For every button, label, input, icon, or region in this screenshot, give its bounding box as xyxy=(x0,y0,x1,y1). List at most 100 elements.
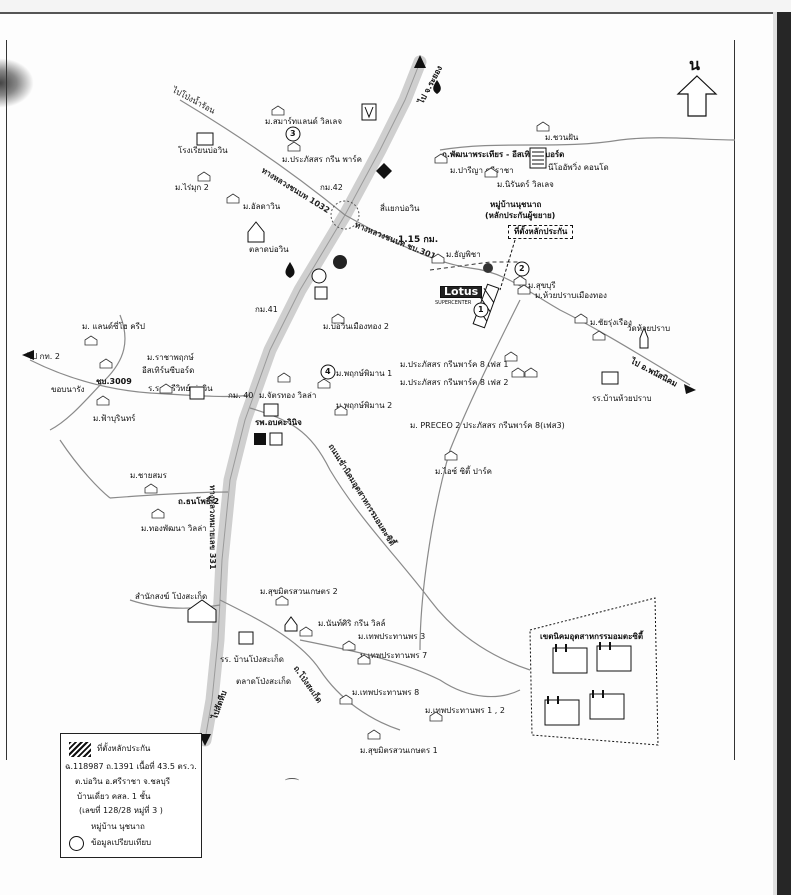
legend-collateral: ที่ตั้งหลักประกัน xyxy=(97,744,151,753)
scan-mark xyxy=(285,778,299,783)
collateral-pointer xyxy=(499,239,516,291)
arrow-south xyxy=(199,734,211,746)
house-icon xyxy=(484,167,498,178)
house-icon xyxy=(159,383,173,394)
house-icon xyxy=(342,640,356,651)
monastery-icon xyxy=(187,599,217,623)
legend-house-no: (เลขที่ 128/28 หมู่ที่ 3 ) xyxy=(79,806,163,815)
place-label: กม.42 xyxy=(320,183,343,192)
place-label: ม.ชายสมร xyxy=(130,471,167,480)
north-arrow: น xyxy=(676,56,718,118)
road-label: ถ.พัฒนาพระเทียร - อีสเทิร์นซีบอร์ด xyxy=(442,150,565,159)
road-3009 xyxy=(29,359,251,398)
legend-deed: ฉ.118987 ถ.1391 เนื้อที่ 43.5 ตร.ว. xyxy=(65,762,197,771)
place-label: ม.สมาร์ทแลนด์ วิลเลจ xyxy=(265,117,343,126)
house-icon xyxy=(144,483,158,494)
house-icon xyxy=(574,313,588,324)
place-label: ม.ประภัสสร กรีนพาร์ค 8 เฟส 1 xyxy=(400,360,509,369)
house-icon xyxy=(151,508,165,519)
fuel-drop-icon xyxy=(433,80,441,94)
house-icon xyxy=(277,372,291,383)
place-label: ร.ร.มารีวิทย์ บ่อวิน xyxy=(148,384,213,393)
house-icon xyxy=(84,335,98,346)
road-east xyxy=(439,137,736,151)
place-label: โรงเรียนบ่อวิน xyxy=(178,146,228,155)
project-label: หมู่บ้านนุชนาถ xyxy=(490,200,542,209)
place-label: ม.อัลดาวิน xyxy=(243,202,281,211)
market-icon xyxy=(284,616,298,632)
house-icon xyxy=(431,253,445,264)
place-label: ม. แลนด์ซี่โฮ ครีป xyxy=(82,322,145,331)
place-label: ม.ห้วยปราบเมืองทอง xyxy=(535,291,607,300)
place-label: ม.บ่อวินเมืองทอง 2 xyxy=(323,322,389,331)
place-label: ม.นันท์ศิริ กรีน วิลล์ xyxy=(318,619,386,628)
place-label: กม. 40 xyxy=(228,391,254,400)
road-pong-nam-ron xyxy=(179,99,346,216)
road-thanapho xyxy=(109,491,229,499)
map-frame xyxy=(6,40,735,760)
place-label: ม.เทพประทานพร 7 xyxy=(360,651,428,660)
house-icon xyxy=(197,171,211,182)
bank-icon xyxy=(314,286,328,300)
house-icon xyxy=(444,450,458,461)
place-label: ม.ทองพัฒนา วิลล่า xyxy=(141,524,207,533)
bank-icon xyxy=(311,268,327,284)
arrow-west xyxy=(22,350,34,360)
house-icon xyxy=(367,729,381,740)
estate-label: เขตนิคมอุตสาหกรรมอมตะซิตี้ xyxy=(540,632,644,641)
place-label: ม.ราชาพฤกษ์ xyxy=(147,353,194,362)
place-label: ม.ปารีญา ศรีราชา xyxy=(450,166,514,175)
house-icon xyxy=(334,405,348,416)
house-icon xyxy=(517,284,531,295)
collateral-box-label: ที่ตั้งหลักประกัน xyxy=(508,225,574,239)
arrow-north xyxy=(414,55,426,68)
intersection-marker xyxy=(330,200,360,230)
top-edge xyxy=(0,0,791,14)
place-label: ม.ชวนฝัน xyxy=(545,133,579,142)
road-thepprathan xyxy=(299,639,521,698)
place-label: รร. บ้านโป่งสะเก็ด xyxy=(220,655,284,664)
place-label: ม.ประภัสสร กรีน พาร์ค xyxy=(282,155,362,164)
house-icon xyxy=(504,351,518,362)
place-label: กม.41 xyxy=(255,305,278,314)
legend-comparable: ข้อมูลเปรียบเทียบ xyxy=(91,838,152,847)
place-label: ม.ประภัสสร กรีนพาร์ค 8 เฟส 2 xyxy=(400,378,509,387)
house-icon xyxy=(511,367,525,378)
place-label: รร.บ้านห้วยปราบ xyxy=(592,394,652,403)
house-icon xyxy=(524,367,538,378)
road-sw xyxy=(59,439,111,499)
estate-road xyxy=(249,407,531,671)
legend-village: หมู่บ้าน นุชนาถ xyxy=(91,822,145,831)
place-label: ม.ไอซ์ ซิตี้ ปาร์ค xyxy=(435,467,493,476)
hospital-icon xyxy=(254,433,266,445)
right-margin xyxy=(773,12,777,895)
bank-icon xyxy=(376,163,392,179)
marker-number: 4 xyxy=(325,367,331,376)
project-sublabel: (หลักประกันผู้ขยาย) xyxy=(485,211,556,220)
house-icon xyxy=(271,105,285,116)
house-icon xyxy=(513,275,527,286)
place-label: ม.นิรันดร์ วิลเลจ xyxy=(497,180,554,189)
highway-331-edge xyxy=(204,61,421,741)
legend: ที่ตั้งหลักประกัน ฉ.118987 ถ.1391 เนื้อท… xyxy=(60,733,202,858)
place-label: ม.ธัญพิชา xyxy=(446,250,481,259)
marker-number: 2 xyxy=(519,264,525,273)
legend-location: ต.บ่อวิน อ.ศรีราชา จ.ชลบุรี xyxy=(75,777,171,786)
lotus-sub: SUPERCENTER xyxy=(435,300,472,306)
north-arrow-icon xyxy=(676,75,718,117)
house-icon xyxy=(96,395,110,406)
house-icon xyxy=(331,313,345,324)
house-icon xyxy=(592,330,606,341)
road-label: ชบ.3009 xyxy=(96,377,132,386)
distance-line xyxy=(429,261,520,271)
house-icon xyxy=(339,694,353,705)
place-label: ม.ฟ้าบุรินทร์ xyxy=(93,414,136,423)
fuel-drop-icon xyxy=(285,262,295,278)
road-icity xyxy=(419,299,521,651)
place-label: ม.พฤกษ์พิมาน 2 xyxy=(336,401,393,410)
house-icon xyxy=(317,378,331,389)
house-icon xyxy=(357,654,371,665)
house-icon xyxy=(287,141,301,152)
